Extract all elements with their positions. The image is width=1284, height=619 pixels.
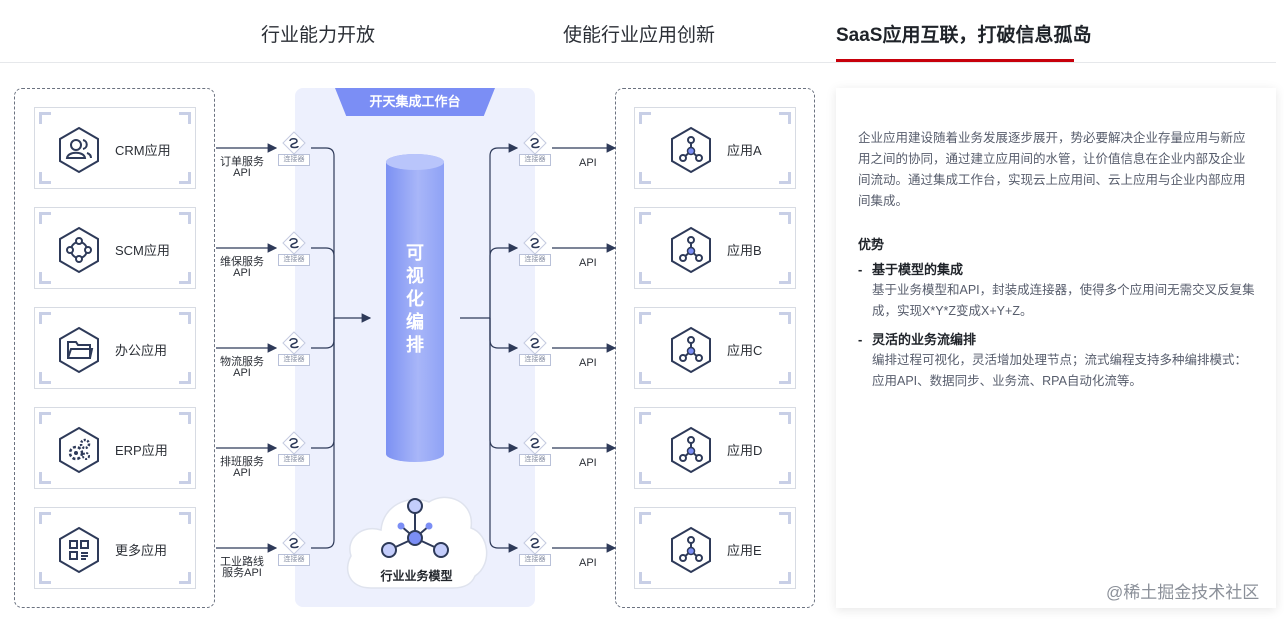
advantage-body: 基于业务模型和API，封装成连接器，使得多个应用间无需交叉反复集成，实现X*Y*… <box>872 283 1255 318</box>
app-label: ERP应用 <box>115 443 168 458</box>
app-label: 应用A <box>727 143 762 158</box>
advantages-heading: 优势 <box>858 237 885 252</box>
integration-diagram: 开天集成工作台 CRM应用订单服务 API 连接器 SCM应用维保服务 API 连接器… <box>0 63 830 619</box>
service-api-label: 排班服务 API <box>220 456 264 479</box>
advantage-title: 基于模型的集成 <box>872 262 964 277</box>
orchestration-label: 可视化编排 <box>406 243 424 355</box>
connector-tag: 连接器 <box>519 354 551 366</box>
advantage-body: 编排过程可视化，灵活增加处理节点；流式编程支持多种编排模式：应用API、数据同步… <box>872 353 1248 388</box>
connector-icon[interactable]: 连接器 <box>277 531 311 569</box>
left-app-card[interactable]: SCM应用 <box>34 207 196 289</box>
service-api-label: 订单服务 API <box>220 156 264 179</box>
description-intro: 企业应用建设随着业务发展逐步展开，势必要解决企业存量应用与新应用之间的协同，通过… <box>858 131 1246 208</box>
connector-tag: 连接器 <box>278 354 310 366</box>
connector-icon[interactable]: 连接器 <box>277 131 311 169</box>
left-app-card[interactable]: ERP应用 <box>34 407 196 489</box>
connector-icon[interactable]: 连接器 <box>518 531 552 569</box>
advantage-title: 灵活的业务流编排 <box>872 332 977 347</box>
app-node-icon <box>669 226 713 274</box>
app-label: 应用D <box>727 443 763 458</box>
app-node-icon <box>669 526 713 574</box>
tab-enable-innovation[interactable]: 使能行业应用创新 <box>563 25 716 46</box>
right-app-card[interactable]: 应用D <box>634 407 796 489</box>
connector-icon[interactable]: 连接器 <box>277 231 311 269</box>
connector-tag: 连接器 <box>519 554 551 566</box>
advantage-item: -灵活的业务流编排 编排过程可视化，灵活增加处理节点；流式编程支持多种编排模式：… <box>858 330 1258 392</box>
connector-icon[interactable]: 连接器 <box>518 331 552 369</box>
right-app-card[interactable]: 应用A <box>634 107 796 189</box>
app-label: 应用E <box>727 543 762 558</box>
connector-icon[interactable]: 连接器 <box>518 131 552 169</box>
network-icon <box>57 226 101 274</box>
app-node-icon <box>669 126 713 174</box>
connector-icon[interactable]: 连接器 <box>518 431 552 469</box>
left-app-card[interactable]: 办公应用 <box>34 307 196 389</box>
tab-saas-interconnect[interactable]: SaaS应用互联，打破信息孤岛 <box>836 25 1092 46</box>
tab-bar: 行业能力开放 使能行业应用创新 SaaS应用互联，打破信息孤岛 <box>0 0 1276 63</box>
connector-icon[interactable]: 连接器 <box>277 331 311 369</box>
app-label: SCM应用 <box>115 243 170 258</box>
left-app-card[interactable]: 更多应用 <box>34 507 196 589</box>
service-api-label: 物流服务 API <box>220 356 264 379</box>
connector-tag: 连接器 <box>278 554 310 566</box>
visual-orchestration-pipe: 可视化编排 <box>386 154 444 462</box>
connector-icon[interactable]: 连接器 <box>277 431 311 469</box>
dash-bullet: - <box>858 332 863 347</box>
grid-icon <box>57 526 101 574</box>
active-tab-indicator <box>836 59 1074 62</box>
connector-tag: 连接器 <box>519 454 551 466</box>
app-label: 应用B <box>727 243 762 258</box>
connector-tag: 连接器 <box>278 154 310 166</box>
api-label: API <box>579 457 597 469</box>
dash-bullet: - <box>858 262 863 277</box>
connector-tag: 连接器 <box>278 254 310 266</box>
connector-tag: 连接器 <box>519 254 551 266</box>
industry-model-label: 行业业务模型 <box>380 569 453 583</box>
gears-icon <box>57 426 101 474</box>
service-api-label: 维保服务 API <box>220 256 264 279</box>
api-label: API <box>579 257 597 269</box>
connector-tag: 连接器 <box>278 454 310 466</box>
platform-title: 开天集成工作台 <box>335 88 495 116</box>
tab-industry-capability[interactable]: 行业能力开放 <box>261 25 376 46</box>
right-app-card[interactable]: 应用B <box>634 207 796 289</box>
left-apps-panel <box>14 88 215 608</box>
folder-icon <box>57 326 101 374</box>
api-label: API <box>579 157 597 169</box>
app-label: 办公应用 <box>115 343 168 358</box>
user-group-icon <box>57 126 101 174</box>
app-node-icon <box>669 326 713 374</box>
right-app-card[interactable]: 应用C <box>634 307 796 389</box>
description-card: 企业应用建设随着业务发展逐步展开，势必要解决企业存量应用与新应用之间的协同，通过… <box>836 88 1276 608</box>
left-app-card[interactable]: CRM应用 <box>34 107 196 189</box>
app-node-icon <box>669 426 713 474</box>
api-label: API <box>579 357 597 369</box>
pipe-cap <box>386 154 444 170</box>
app-label: CRM应用 <box>115 143 171 158</box>
model-graph-icon <box>381 498 449 558</box>
advantage-item: -基于模型的集成 基于业务模型和API，封装成连接器，使得多个应用间无需交叉反复… <box>858 260 1258 322</box>
industry-model-cloud <box>346 496 488 589</box>
right-app-card[interactable]: 应用E <box>634 507 796 589</box>
api-label: API <box>579 557 597 569</box>
app-label: 更多应用 <box>115 543 168 558</box>
service-api-label: 工业路线 服务API <box>220 556 264 579</box>
app-label: 应用C <box>727 343 763 358</box>
connection-lines <box>216 143 617 553</box>
watermark: @稀土掘金技术社区 <box>1106 583 1260 602</box>
connector-icon[interactable]: 连接器 <box>518 231 552 269</box>
connector-tag: 连接器 <box>519 154 551 166</box>
